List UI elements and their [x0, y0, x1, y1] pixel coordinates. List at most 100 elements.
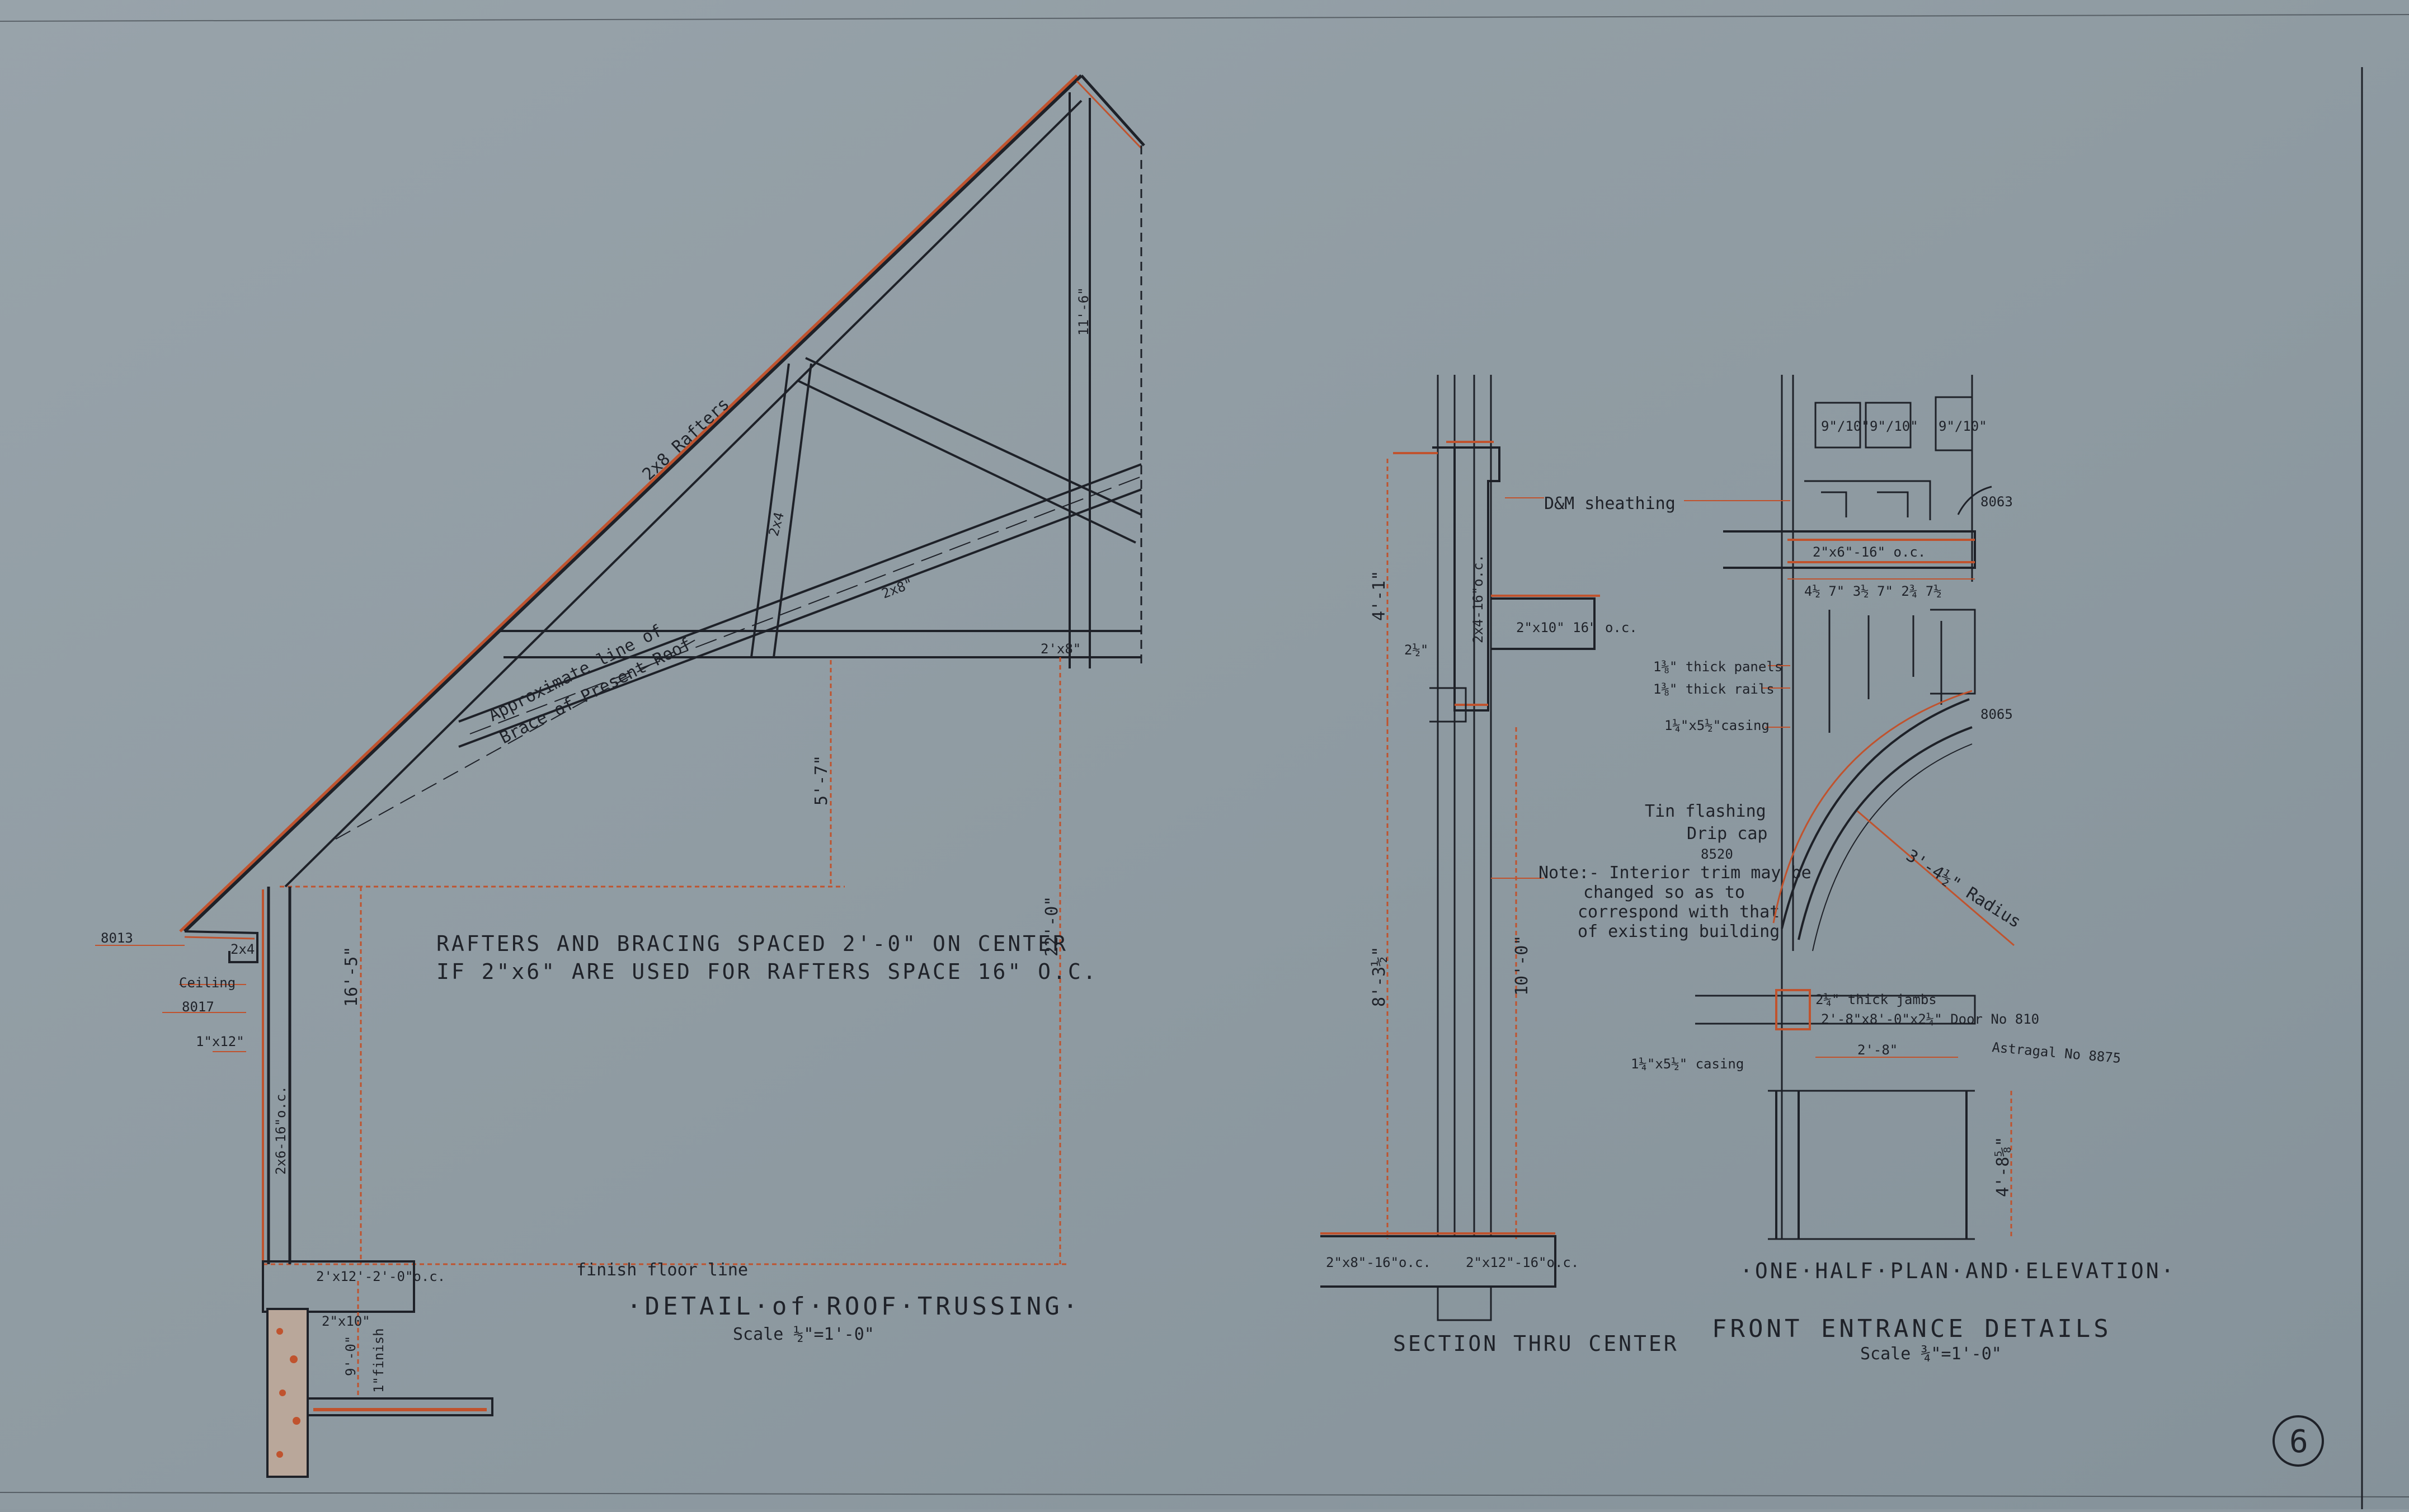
rafters-note-2: IF 2"x6" ARE USED FOR RAFTERS SPACE 16" …	[436, 959, 1098, 984]
eave-leaders	[95, 945, 246, 1052]
eave-box	[184, 930, 258, 963]
entrance-leaders	[1684, 500, 1790, 728]
section-joist	[1491, 597, 1596, 650]
arch-flashing-red	[1772, 690, 1973, 924]
section-head-red	[1393, 441, 1494, 706]
present-roof-line	[335, 637, 700, 840]
dim-wall: 16'-5"	[342, 946, 361, 1007]
label-8017: 8017	[182, 999, 214, 1015]
glass-pane	[1865, 402, 1912, 449]
stone-dot	[279, 1389, 286, 1396]
label-9-0: 9'-0"	[343, 1336, 359, 1376]
dim-mid: 5'-7"	[812, 755, 831, 806]
knee-brace	[797, 357, 1142, 544]
height-label: 4'-8⅝"	[1993, 1137, 2013, 1197]
stone-dot	[290, 1355, 298, 1363]
rails-label: 1⅜" thick rails	[1653, 681, 1775, 697]
top-edge	[0, 14, 2409, 22]
floor-joist	[262, 1260, 415, 1313]
arch-inner	[1798, 726, 1973, 940]
section-sill	[1429, 687, 1467, 723]
label-ceiling: Ceiling	[179, 975, 236, 991]
section-dim-8: 8'-3½"	[1370, 946, 1389, 1007]
roof-title: ·DETAIL·of·ROOF·TRUSSING·	[627, 1292, 1081, 1321]
dim-top-vert: 11'-6"	[1076, 287, 1091, 336]
rafter-bottom	[284, 100, 1083, 888]
section-studs: 2x4-16"o.c.	[1470, 554, 1486, 643]
section-dim-2: 2½"	[1404, 642, 1428, 658]
radius-line	[1857, 810, 2015, 946]
rafter-top	[183, 74, 1083, 933]
lower-door	[1775, 1091, 1968, 1239]
panels-label: 1⅜" thick panels	[1653, 659, 1782, 675]
jambs-label: 2¼" thick jambs	[1815, 992, 1937, 1007]
glass-1: 9"/10"	[1821, 418, 1870, 434]
roof-scale: Scale ½"=1'-0"	[733, 1325, 874, 1344]
label-2x4: 2x4	[230, 941, 255, 957]
section-note-1: Note:- Interior trim may be	[1538, 863, 1812, 883]
ridge-post	[1069, 92, 1091, 668]
entrance-header-red	[1787, 539, 1975, 563]
dim-full: 22'-0"	[1042, 896, 1062, 957]
sheet-number-circle	[2272, 1415, 2324, 1467]
collar-tie	[498, 630, 1141, 658]
vertical-strut	[750, 363, 812, 658]
label-joists: 2'x12'-2'-0"o.c.	[316, 1269, 445, 1284]
glass-3: 9"/10"	[1939, 418, 1987, 434]
jamb-red	[1775, 989, 1811, 1030]
section-joist-label: 2"x10" 16" o.c.	[1516, 620, 1638, 635]
glass-pane	[1935, 396, 1973, 451]
rafters-note-1: RAFTERS AND BRACING SPACED 2'-0" ON CENT…	[436, 931, 1068, 956]
stone-dot	[276, 1328, 283, 1335]
ridge-cap-red	[1076, 80, 1142, 149]
section-sill-base	[1437, 1287, 1492, 1321]
label-1x12: 1"x12"	[196, 1034, 244, 1049]
section-dim-4-1: 4'-1"	[1370, 571, 1389, 621]
section-head	[1432, 446, 1500, 712]
casing-top-label: 1¼"x5½"casing	[1664, 718, 1770, 733]
diagonal-brace	[458, 463, 1142, 748]
plan-section	[1695, 995, 1976, 1025]
plan-dims: 4½ 7" 3½ 7" 2¾ 7½	[1804, 583, 1942, 599]
tin-label: Tin flashing	[1645, 802, 1766, 821]
section-dim-10: 10'-0"	[1512, 935, 1532, 996]
rafter-top-red	[179, 74, 1078, 932]
section-note-2: changed so as to	[1583, 883, 1745, 902]
entrance-header-label: 2"x6"-16" o.c.	[1813, 544, 1926, 560]
code-8065: 8065	[1980, 706, 2013, 722]
sheet-number: 6	[2289, 1424, 2308, 1460]
section-note-4: of existing building	[1578, 922, 1780, 941]
tie-label: 2'x8"	[1041, 641, 1081, 657]
bottom-edge	[0, 1492, 2409, 1497]
stone-dot	[293, 1417, 300, 1425]
drip-no: 8520	[1701, 846, 1733, 862]
casing-bot-label: 1¼"x5½" casing	[1631, 1056, 1744, 1072]
section-title: SECTION THRU CENTER	[1393, 1331, 1679, 1356]
section-thru-center: D&M sheathing 2x4-16"o.c. 2"x10" 16" o.c…	[1320, 375, 1812, 1356]
upper-arch	[1957, 486, 1992, 515]
width-label: 2'-8"	[1857, 1042, 1898, 1058]
foundation-wall	[266, 1308, 309, 1478]
entrance-title: FRONT ENTRANCE DETAILS	[1712, 1315, 2112, 1343]
floor-line-label: finish floor line	[576, 1260, 748, 1280]
glass-2: 9"/10"	[1870, 418, 1918, 434]
section-floor-left: 2"x8"-16"o.c.	[1326, 1255, 1431, 1270]
door-label: 2'-8"x8'-0"x2¼" Door No 810	[1821, 1011, 2039, 1027]
stone-dot	[276, 1451, 283, 1458]
drip-label: Drip cap	[1687, 824, 1768, 844]
door-panels	[1828, 610, 1942, 733]
lower-door-edges	[1768, 1090, 1975, 1240]
section-note-3: correspond with that	[1578, 902, 1780, 922]
section-wall-lines	[1437, 375, 1492, 1236]
label-8013: 8013	[101, 930, 133, 946]
basement-slab	[308, 1397, 493, 1416]
label-studs: 2x6-16"o.c.	[273, 1086, 289, 1175]
entrance-header	[1723, 530, 1976, 569]
label-2x10: 2"x10"	[322, 1313, 370, 1329]
section-sheathing: D&M sheathing	[1544, 494, 1676, 514]
section-leaders	[1491, 497, 1544, 879]
section-floor-right: 2"x12"-16"o.c.	[1466, 1255, 1579, 1270]
